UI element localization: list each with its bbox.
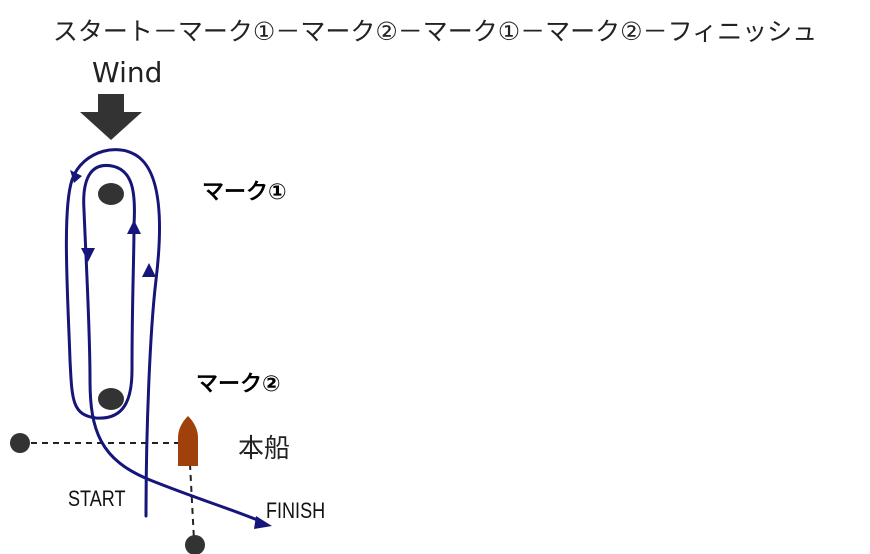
- finish-label: FINISH: [266, 498, 326, 523]
- finish-pin-buoy: [185, 535, 205, 554]
- mark-1-buoy: [98, 183, 124, 205]
- mark-1-label: マーク①: [202, 180, 287, 205]
- committee-boat-label: 本船: [238, 434, 291, 464]
- mark-2-label: マーク②: [196, 372, 281, 397]
- sailing-route: [64, 148, 264, 524]
- committee-boat-icon: [178, 416, 198, 466]
- route-first-leg: [64, 148, 161, 518]
- arrow-downwind-1-icon: [70, 170, 82, 183]
- mark-2-buoy: [98, 388, 124, 410]
- finish-line: [189, 463, 195, 541]
- wind-label: Wind: [92, 56, 163, 89]
- arrow-downwind-2-icon: [81, 248, 95, 262]
- course-sequence-title: スタート－マーク①－マーク②－マーク①－マーク②－フィニッシュ: [52, 17, 818, 46]
- arrow-upwind-2-icon: [127, 220, 141, 234]
- route-direction-arrows: [70, 170, 272, 529]
- route-second-leg: [82, 163, 264, 524]
- wind-arrow-icon: [80, 94, 142, 140]
- start-pin-buoy: [10, 433, 30, 453]
- arrow-upwind-1-icon: [142, 263, 156, 277]
- arrow-finish-icon: [254, 516, 272, 529]
- start-label: START: [68, 486, 126, 511]
